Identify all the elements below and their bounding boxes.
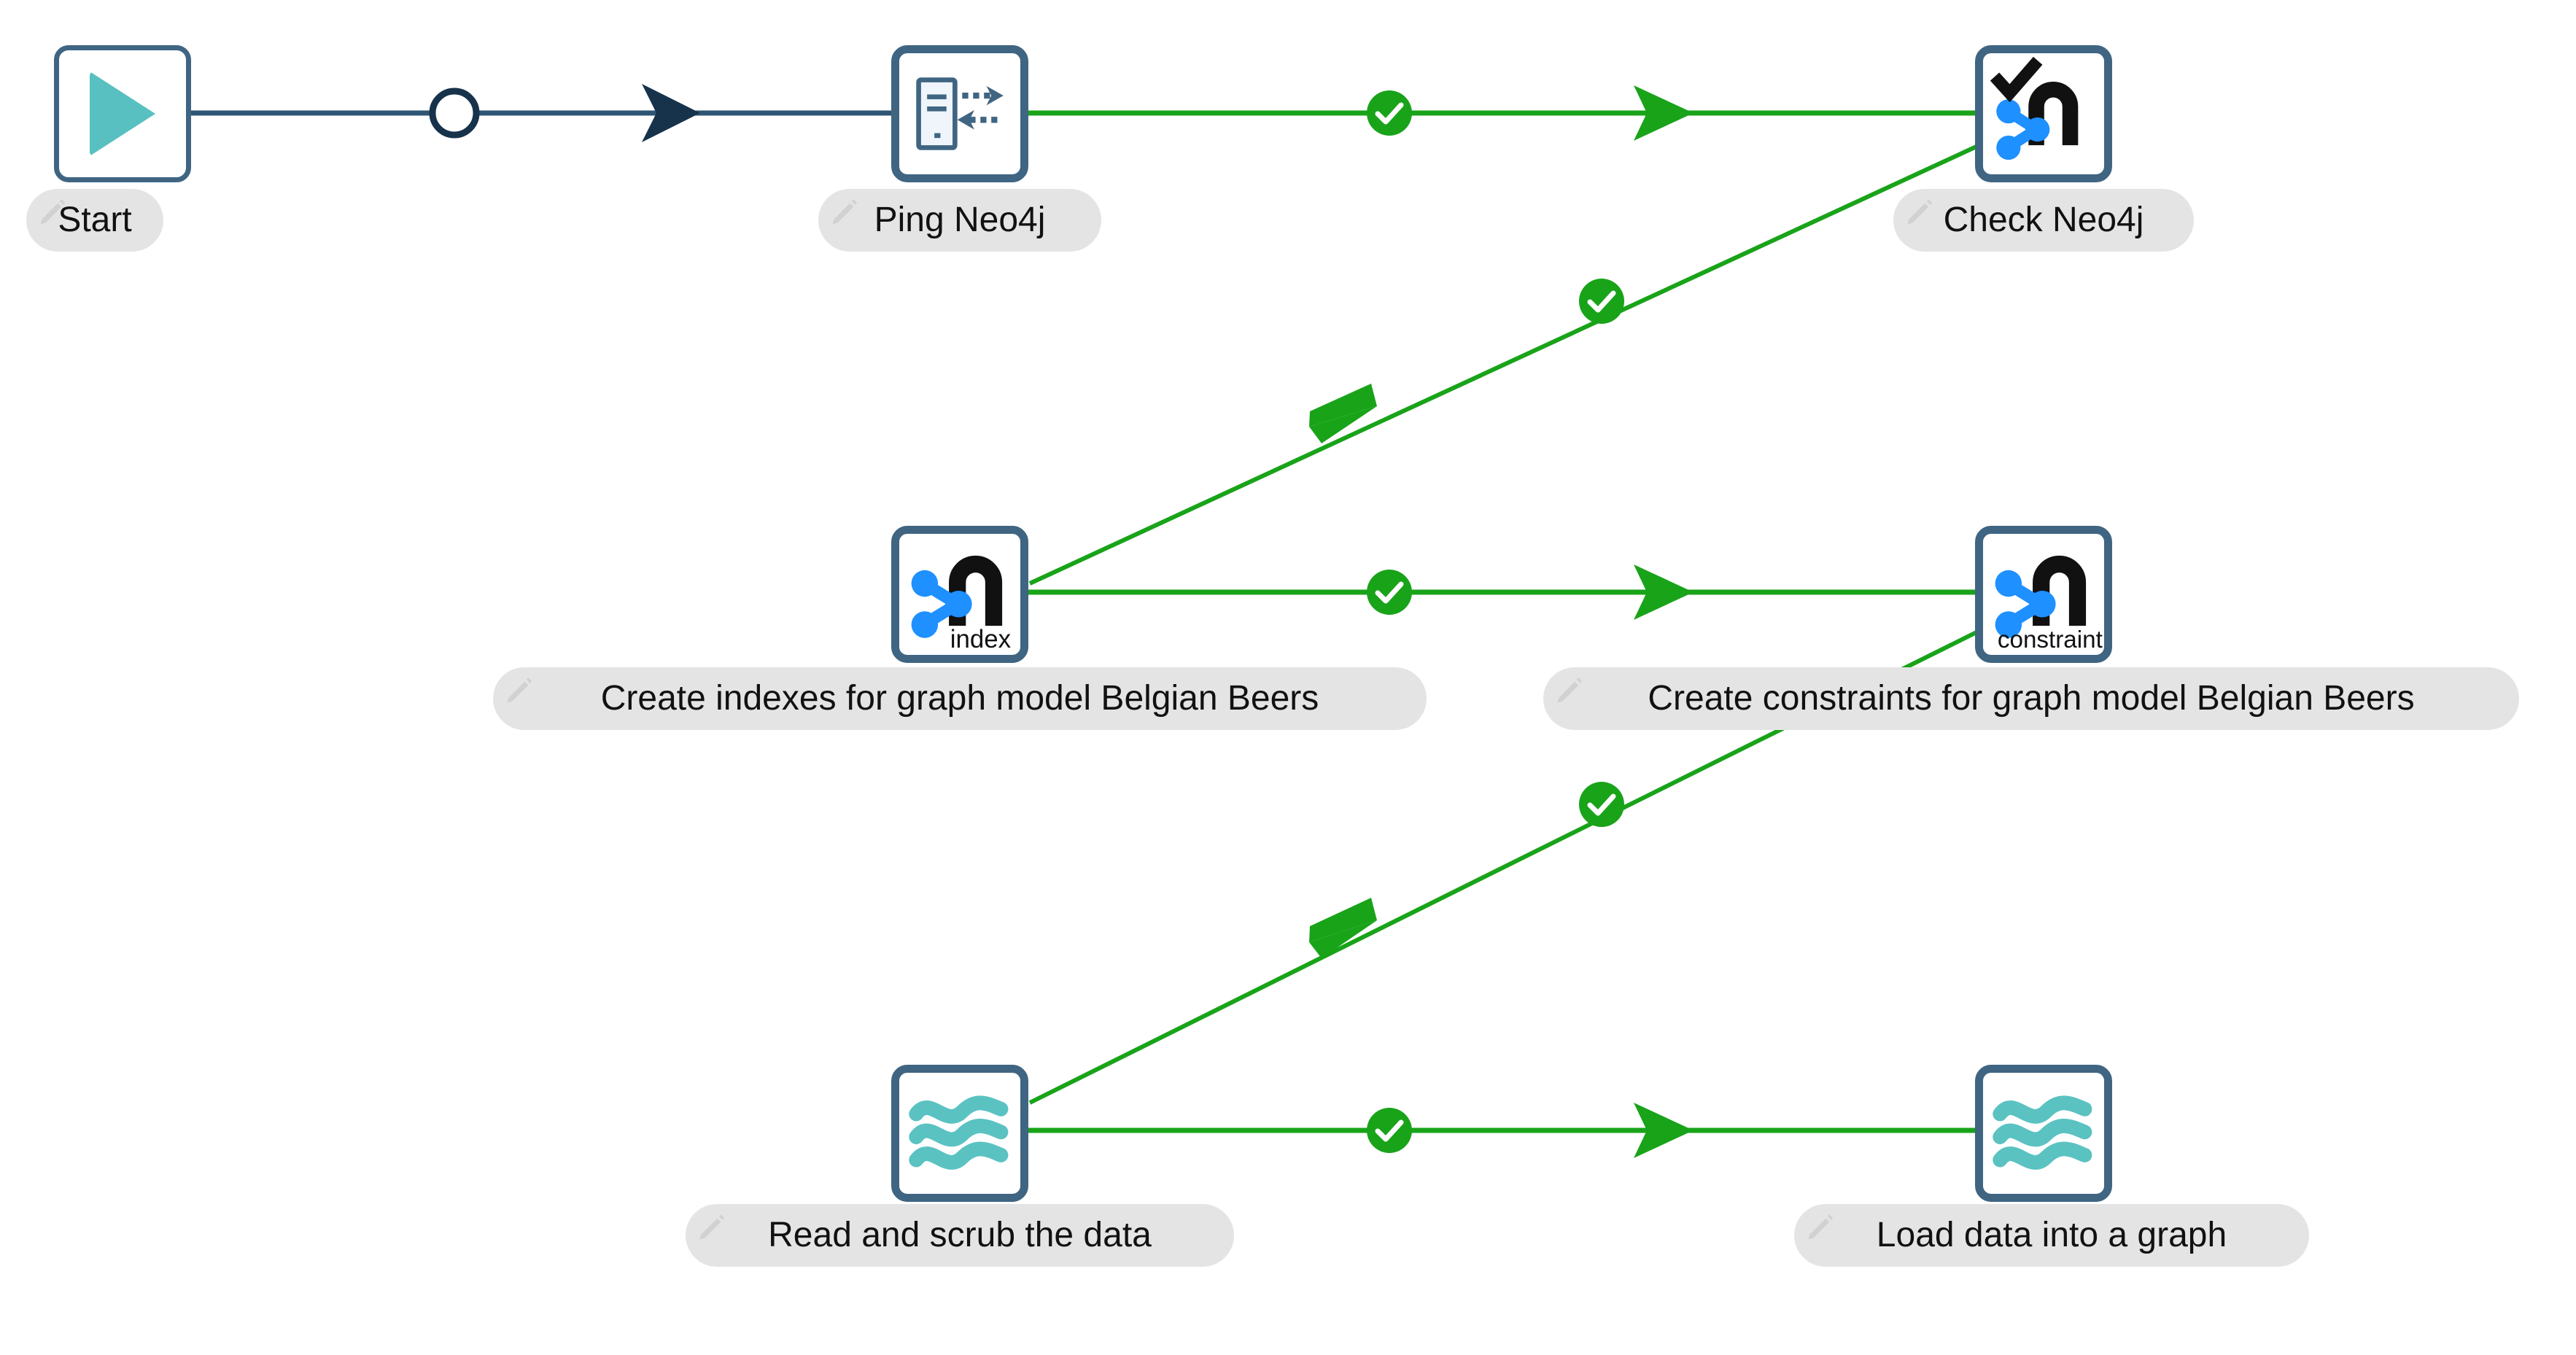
arrowhead-icon bbox=[1309, 384, 1377, 427]
node-start-icon-area bbox=[59, 50, 186, 177]
pencil-icon bbox=[507, 678, 532, 703]
node-create-constraints[interactable]: constraint bbox=[1975, 526, 2112, 663]
node-label-create-constraints-text: Create constraints for graph model Belgi… bbox=[1648, 679, 2415, 718]
arrowhead-icon bbox=[1634, 1103, 1694, 1158]
arrowhead-icon bbox=[1634, 85, 1694, 141]
node-check-neo4j[interactable] bbox=[1975, 45, 2112, 182]
pencil-icon bbox=[1557, 678, 1583, 703]
hop-start-to-ping[interactable] bbox=[191, 84, 891, 142]
node-create-indexes-icon-area: index bbox=[899, 534, 1020, 655]
pencil-icon bbox=[1808, 1214, 1834, 1240]
pencil-icon bbox=[832, 199, 858, 225]
node-label-load-graph-text: Load data into a graph bbox=[1876, 1216, 2227, 1254]
node-start[interactable] bbox=[54, 45, 191, 182]
node-label-check-neo4j-text: Check Neo4j bbox=[1943, 201, 2144, 239]
neo4j-index-icon: index bbox=[911, 555, 1012, 653]
node-label-read-scrub[interactable]: Read and scrub the data bbox=[686, 1204, 1234, 1267]
data-waves-icon bbox=[909, 1095, 1009, 1170]
circle-marker[interactable] bbox=[429, 88, 480, 139]
arrowhead-tail-icon bbox=[1309, 406, 1377, 443]
pencil-icon bbox=[699, 1214, 725, 1240]
neo4j-constraint-icon: constraint bbox=[1995, 555, 2103, 653]
node-label-create-indexes-text: Create indexes for graph model Belgian B… bbox=[600, 679, 1319, 718]
node-label-read-scrub-text: Read and scrub the data bbox=[768, 1216, 1152, 1254]
node-label-start-text: Start bbox=[58, 201, 132, 239]
hop-check-to-indexes[interactable] bbox=[1028, 144, 1979, 586]
pencil-icon bbox=[1907, 199, 1933, 225]
node-create-constraints-icon-area: constraint bbox=[1983, 534, 2104, 655]
node-label-create-constraints[interactable]: Create constraints for graph model Belgi… bbox=[1543, 667, 2519, 730]
hop-indexes-to-constraints[interactable] bbox=[1028, 564, 1975, 620]
node-load-graph-icon-area bbox=[1983, 1073, 2104, 1194]
node-create-indexes[interactable]: index bbox=[891, 526, 1028, 663]
node-label-check-neo4j[interactable]: Check Neo4j bbox=[1893, 189, 2194, 252]
ping-server-icon bbox=[916, 77, 1004, 150]
hop-ping-to-check[interactable] bbox=[1028, 85, 1975, 141]
node-label-start[interactable]: Start bbox=[26, 189, 163, 252]
neo4j-constraint-icon-caption: constraint bbox=[1998, 626, 2103, 653]
arrowhead-icon bbox=[642, 84, 700, 142]
node-read-scrub-icon-area bbox=[899, 1073, 1020, 1194]
node-label-ping-neo4j[interactable]: Ping Neo4j bbox=[818, 189, 1101, 252]
arrowhead-icon bbox=[1309, 898, 1377, 942]
node-check-neo4j-icon-area bbox=[1983, 53, 2104, 174]
success-check-icon-read-to-load[interactable] bbox=[1367, 1108, 1412, 1153]
node-read-scrub[interactable] bbox=[891, 1065, 1028, 1202]
node-label-load-graph[interactable]: Load data into a graph bbox=[1794, 1204, 2309, 1267]
hop-read-to-load[interactable] bbox=[1028, 1103, 1975, 1158]
node-label-ping-neo4j-text: Ping Neo4j bbox=[874, 201, 1046, 239]
neo4j-check-icon bbox=[1990, 56, 2079, 160]
arrowhead-icon bbox=[1634, 564, 1694, 620]
success-check-icon-indexes-to-constraints[interactable] bbox=[1367, 570, 1412, 615]
node-label-create-indexes[interactable]: Create indexes for graph model Belgian B… bbox=[493, 667, 1427, 730]
data-waves-icon bbox=[1993, 1095, 2092, 1170]
node-ping-neo4j[interactable] bbox=[891, 45, 1028, 182]
node-ping-neo4j-icon-area bbox=[899, 53, 1020, 174]
arrowhead-tail-icon bbox=[1309, 920, 1377, 958]
success-check-icon-check-to-indexes[interactable] bbox=[1579, 279, 1624, 324]
success-check-icon-constraints-to-read[interactable] bbox=[1579, 782, 1624, 827]
success-check-icon-ping-to-check[interactable] bbox=[1367, 90, 1412, 136]
node-load-graph[interactable] bbox=[1975, 1065, 2112, 1202]
play-icon bbox=[90, 71, 155, 156]
neo4j-index-icon-caption: index bbox=[950, 625, 1012, 653]
